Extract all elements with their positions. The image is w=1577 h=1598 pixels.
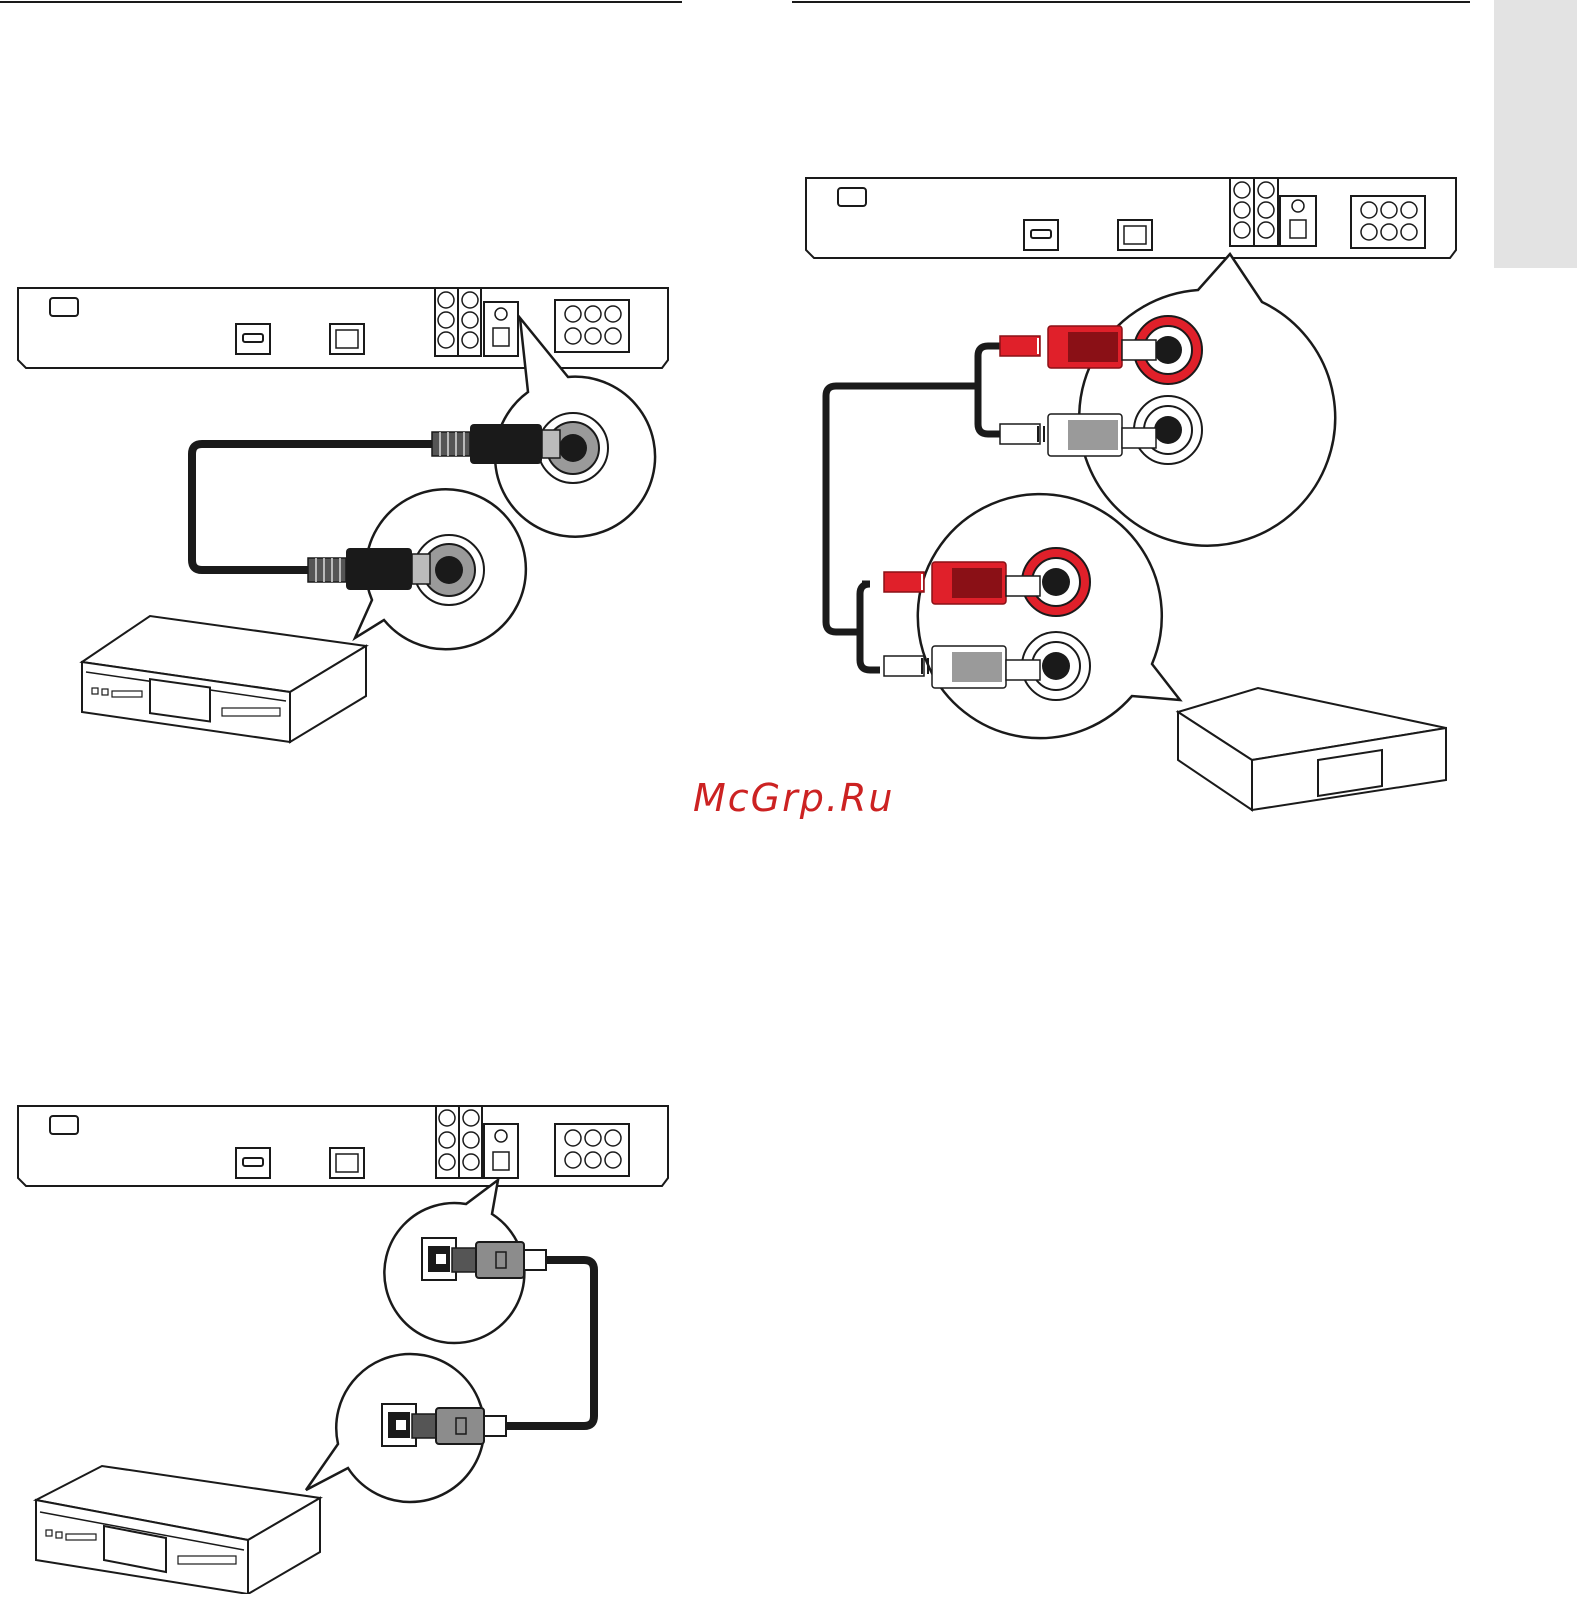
coaxial-plug-icon <box>308 548 430 590</box>
zoom-bubble-unit <box>1079 254 1335 546</box>
speaker-terminal-icon <box>555 1124 629 1176</box>
audio-receiver-device-icon <box>1178 688 1446 810</box>
hdmi-port-icon <box>236 1148 270 1178</box>
power-socket-icon <box>50 298 78 316</box>
hdmi-port-icon <box>236 324 270 354</box>
power-socket-icon <box>50 1116 78 1134</box>
speaker-terminal-icon <box>1351 196 1425 248</box>
optical-port-icon <box>1118 220 1152 250</box>
optical-digital-connection <box>18 1106 668 1594</box>
power-socket-icon <box>838 188 866 206</box>
optical-plug-icon <box>412 1408 506 1444</box>
zoom-bubble-recorder <box>306 1354 506 1502</box>
language-tab <box>1494 0 1577 268</box>
optical-jack-icon <box>422 1238 456 1280</box>
optical-port-icon <box>330 1148 364 1178</box>
digital-out-port-icon <box>484 302 518 356</box>
optical-jack-icon <box>382 1404 416 1446</box>
speaker-terminal-icon <box>555 300 629 352</box>
coaxial-digital-connection <box>18 288 668 742</box>
rca-jack-grid-icon <box>435 288 481 356</box>
rca-jack-grid-icon <box>1230 178 1278 246</box>
home-theater-rear-panel <box>18 288 668 368</box>
digital-out-port-icon <box>1280 196 1316 246</box>
analog-audio-connection <box>806 178 1456 810</box>
rca-jack-grid-icon <box>436 1106 482 1178</box>
coaxial-plug-icon <box>432 424 560 464</box>
audio-recorder-device-icon <box>36 1466 320 1594</box>
home-theater-rear-panel <box>18 1106 668 1186</box>
zoom-bubble-unit <box>384 1180 546 1343</box>
optical-plug-icon <box>452 1242 546 1278</box>
hdmi-port-icon <box>1024 220 1058 250</box>
watermark-text: McGrp.Ru <box>693 776 894 820</box>
audio-recorder-device-icon <box>82 616 366 742</box>
digital-out-port-icon <box>484 1124 518 1178</box>
home-theater-rear-panel <box>806 178 1456 258</box>
zoom-bubble-receiver <box>918 494 1180 738</box>
optical-port-icon <box>330 324 364 354</box>
